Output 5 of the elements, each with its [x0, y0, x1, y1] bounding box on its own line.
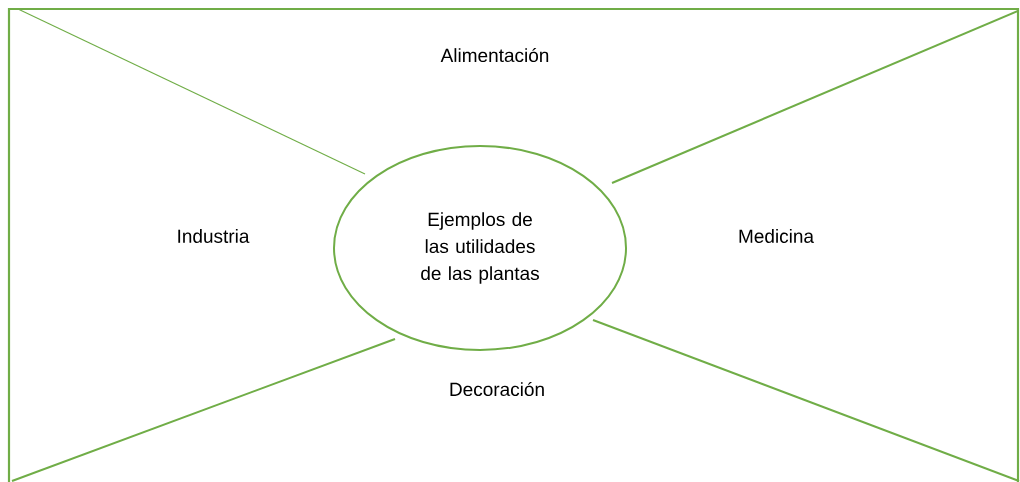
ellipse-node: Ejemplos de las utilidades de las plantas [333, 145, 627, 351]
category-label: Alimentación [440, 47, 549, 63]
category-label: Decoración [450, 381, 544, 397]
category-label: Industria [178, 229, 250, 243]
category-label: Medicina [739, 229, 814, 243]
